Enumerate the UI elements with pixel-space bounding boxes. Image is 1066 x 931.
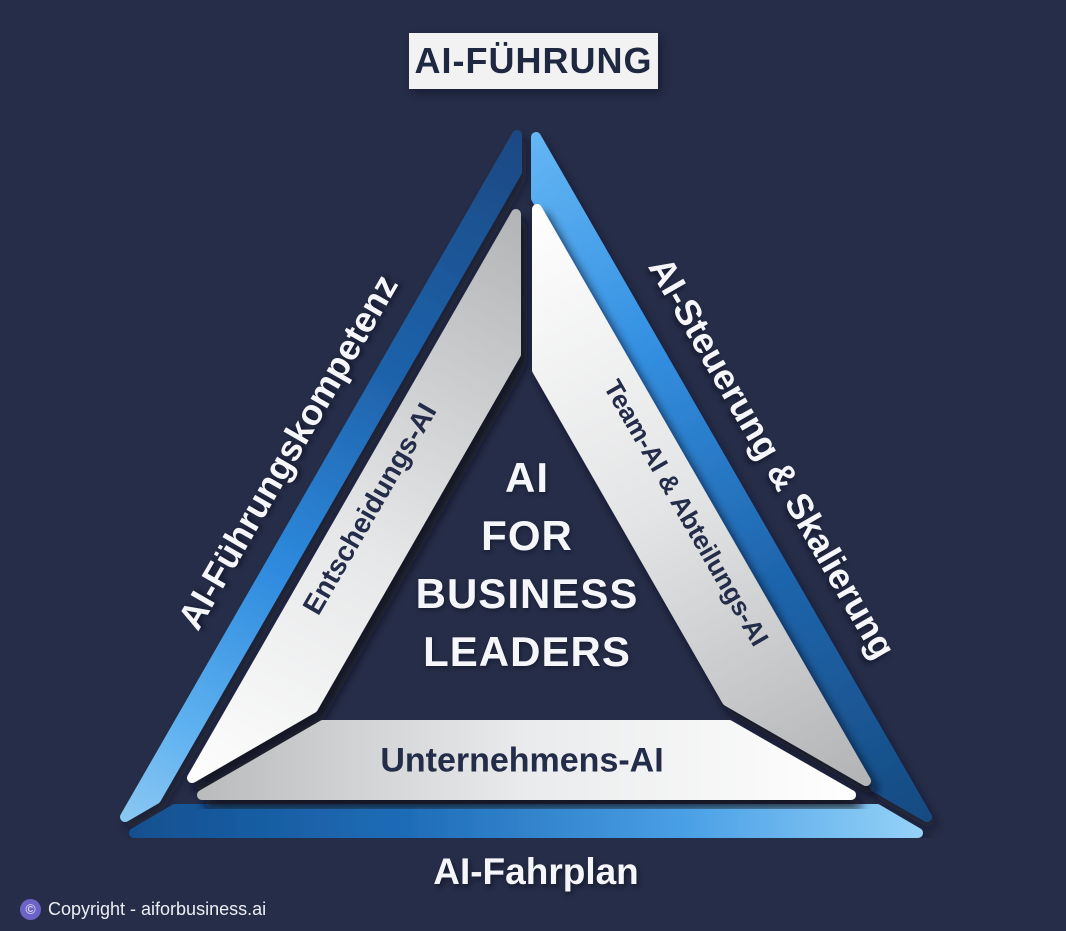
bottom-outer-band xyxy=(129,804,923,838)
center-title: AI FOR BUSINESS LEADERS xyxy=(416,449,639,681)
title-banner-label: AI-FÜHRUNG xyxy=(414,40,653,81)
title-banner: AI-FÜHRUNG xyxy=(409,33,658,89)
right-inner-band xyxy=(532,204,871,786)
right-outer-band xyxy=(531,132,932,822)
center-title-line: LEADERS xyxy=(423,628,631,675)
copyright-text: Copyright - aiforbusiness.ai xyxy=(48,898,267,919)
left-inner-band xyxy=(187,209,521,783)
center-title-line: AI xyxy=(505,454,549,501)
center-title-line: BUSINESS xyxy=(415,570,639,617)
left-outer-band xyxy=(120,130,522,822)
copyright-footer: © Copyright - aiforbusiness.ai xyxy=(20,897,266,921)
bottom-edge-outer-label: AI-Fahrplan xyxy=(433,851,639,892)
bottom-inner-band xyxy=(197,720,856,800)
bottom-edge-inner-label: Unternehmens-AI xyxy=(380,741,664,780)
center-title-line: FOR xyxy=(481,512,573,559)
copyright-icon: © xyxy=(20,898,41,920)
